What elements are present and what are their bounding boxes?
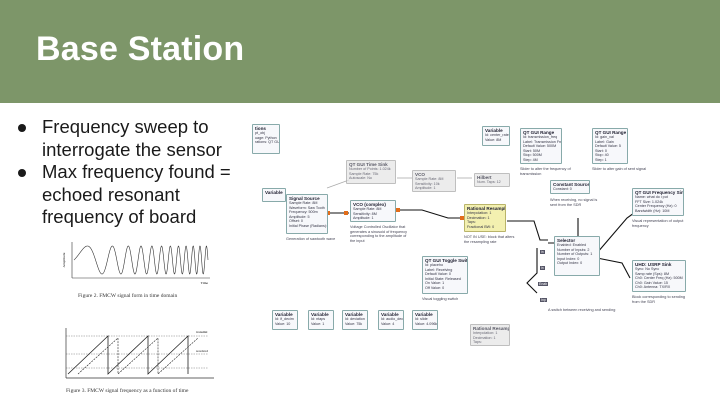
- block-qt-toggle-switch[interactable]: QT GUI Toggle Switch Id: placeho Label: …: [422, 256, 468, 294]
- received-label: received: [196, 349, 208, 353]
- slide-title: Base Station: [36, 30, 245, 68]
- port-out: [326, 211, 330, 215]
- fig2-caption: Figure 2. FMCW signal form in time domai…: [78, 293, 178, 299]
- transmit-label: transmit: [196, 330, 207, 334]
- block-variable-center-rate[interactable]: Variable Id: center_rate Value: 8M: [482, 126, 510, 146]
- note-slider-tx: Slider to alter the frequency of transmi…: [520, 167, 571, 176]
- block-variable-left[interactable]: Variable: [262, 188, 286, 202]
- note-toggle: Visual toggling switch: [422, 297, 459, 301]
- title-bar: Base Station: [0, 0, 720, 103]
- fmcw-freq-figure: transmit received: [58, 324, 218, 384]
- block-variable-ntaps[interactable]: Variable Id: ntaps Value: 1: [308, 310, 334, 330]
- fig3-caption: Figure 3. FMCW signal frequency as a fun…: [66, 388, 189, 394]
- port-label: Inp: [540, 298, 547, 302]
- block-vco[interactable]: VCO Sample Rate: 8M Sensitivity: 10k Amp…: [412, 170, 456, 192]
- block-qt-range-transmission[interactable]: QT GUI Range Id: transmission_freq Label…: [520, 128, 562, 164]
- note-sweep: Generation of sawtooth wave: [286, 237, 336, 241]
- bullet-dot-icon: [18, 169, 26, 177]
- bullet-dot-icon: [18, 124, 26, 132]
- block-hilbert[interactable]: Hilbert Num. Taps: 12: [474, 173, 510, 187]
- gnuradio-flowgraph: tions pt_obj uage: Python rations: QT GU…: [252, 118, 718, 400]
- note-slider-gain: Slider to alter gain of sent signal: [592, 167, 647, 171]
- note-not-used: NOT IN USE: block that alters the resamp…: [464, 235, 515, 244]
- block-rational-resampler[interactable]: Rational Resampler Interpolation: 1 Deci…: [464, 204, 506, 232]
- block-qt-time-sink[interactable]: QT GUI Time Sink Number of Points: 1.024…: [346, 160, 396, 184]
- block-variable-deviation[interactable]: Variable Id: deviation Value: 75k: [342, 310, 368, 330]
- port-label: Enab: [538, 282, 549, 286]
- block-variable-audio-decim[interactable]: Variable Id: audio_decim Value: 4: [378, 310, 404, 330]
- sawtooth-frequency-plot: transmit received: [65, 328, 214, 379]
- block-constant-source[interactable]: Constant Source Constant: 0: [550, 180, 590, 194]
- chirp-waveform-plot: Time Amplitude: [62, 242, 210, 285]
- bullet-list: Frequency sweep to interrogate the senso…: [12, 116, 248, 229]
- block-signal-source[interactable]: Signal Source Sample Rate: 8M Waveform: …: [286, 194, 328, 234]
- x-axis-label: Time: [201, 281, 209, 285]
- bullet-text: Frequency sweep to interrogate the senso…: [42, 116, 222, 160]
- block-selector[interactable]: Selector Enabled: Enabled Number of Inpu…: [554, 236, 600, 276]
- fmcw-time-figure: Time Amplitude: [58, 238, 218, 288]
- note-usrp: Block corresponding to sending from the …: [632, 295, 685, 304]
- block-variable-if-decim[interactable]: Variable Id: if_decim Value: 10: [272, 310, 298, 330]
- bullet-text: Max frequency found = echoed resonant fr…: [42, 161, 231, 227]
- note-selector: A switch between receiving and sending: [548, 308, 616, 312]
- y-axis-label: Amplitude: [62, 252, 66, 267]
- block-variable-slide[interactable]: Variable Id: slide Value: 4.096k: [412, 310, 438, 330]
- note-freq-vis: Visual representation of output frequenc…: [632, 219, 684, 228]
- bullet-item: Frequency sweep to interrogate the senso…: [12, 116, 248, 161]
- block-rational-resampler-2[interactable]: Rational Resampler Interpolation: 1 Deci…: [470, 324, 510, 346]
- port-label: in: [540, 266, 545, 270]
- port-in: [344, 211, 348, 215]
- block-uhd-usrp-sink[interactable]: UHD: USRP Sink Sync: No Sync Samp rate (…: [632, 260, 686, 292]
- flowgraph-connections: [326, 177, 635, 294]
- block-qt-frequency-sink[interactable]: QT GUI Frequency Sink Name: what do i pu…: [632, 188, 684, 216]
- block-qt-range-gain[interactable]: QT GUI Range Id: gain_val Label: Gain De…: [592, 128, 628, 164]
- block-vco-complex[interactable]: VCO (complex) Sample Rate: 8M Sensitivit…: [350, 200, 396, 222]
- bullet-item: Max frequency found = echoed resonant fr…: [12, 161, 248, 229]
- note-vco: Voltage Controlled Oscillator that gener…: [350, 225, 407, 243]
- note-receiving: When receiving, no signal is sent from t…: [550, 198, 598, 207]
- port-out: [396, 208, 400, 212]
- port-in: [460, 216, 464, 220]
- port-label: in: [540, 250, 545, 254]
- block-options[interactable]: tions pt_obj uage: Python rations: QT GU…: [252, 124, 280, 154]
